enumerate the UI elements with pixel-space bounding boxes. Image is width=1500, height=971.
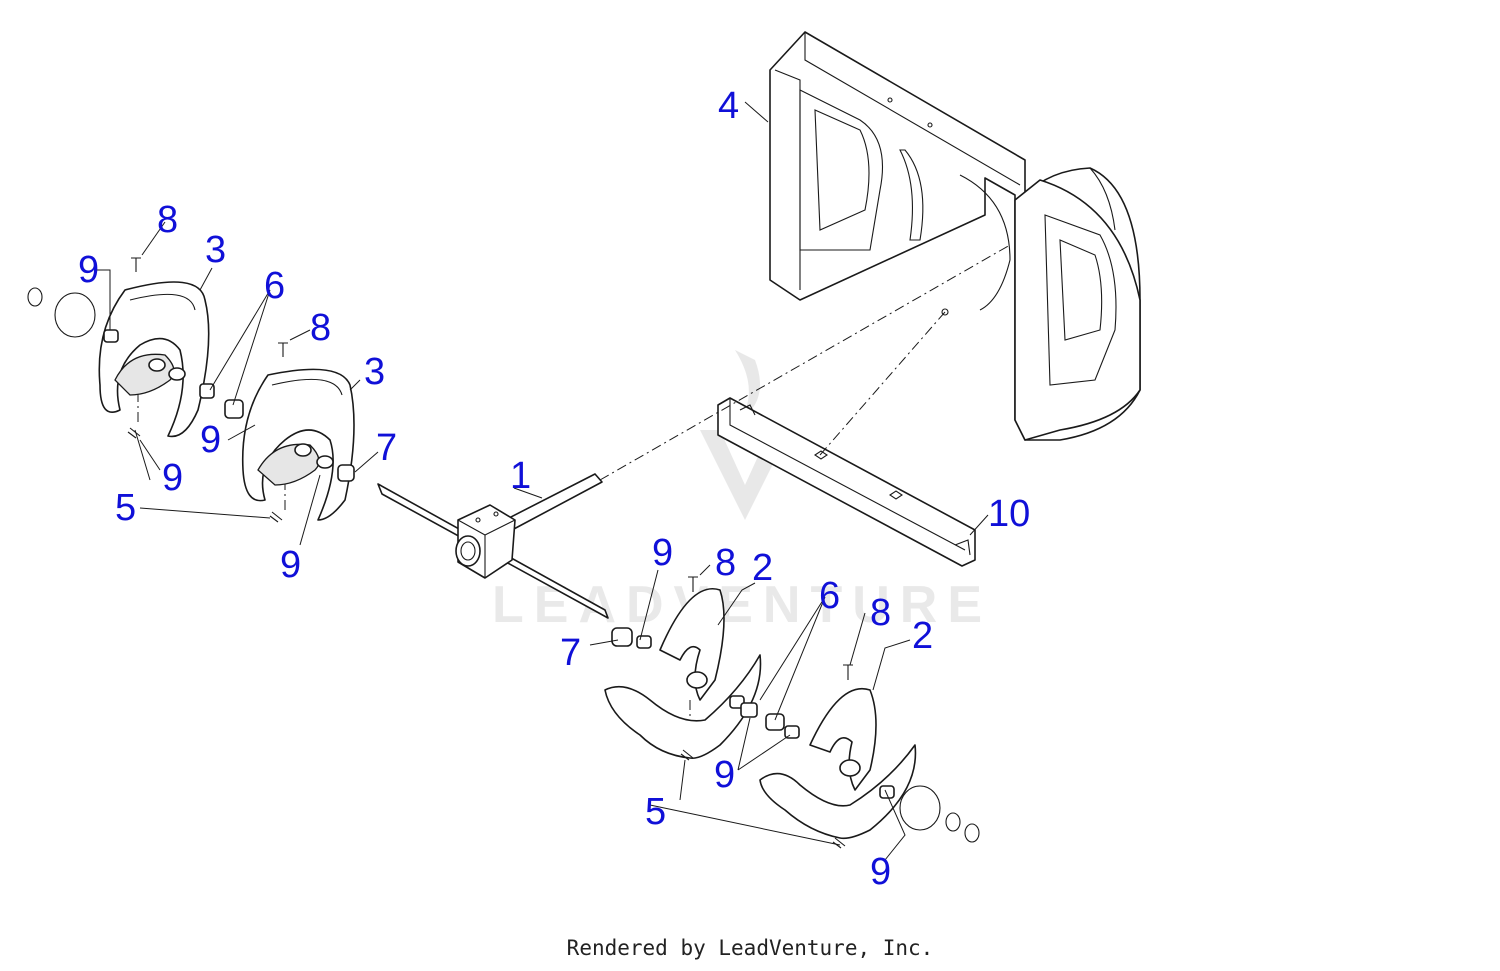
washer-right-b[interactable] — [964, 823, 980, 843]
callout-3-a[interactable]: 3 — [205, 229, 226, 271]
callout-3-b[interactable]: 3 — [364, 351, 385, 393]
callout-9-g[interactable]: 9 — [870, 851, 891, 893]
callout-10[interactable]: 10 — [988, 493, 1030, 535]
callout-9-a[interactable]: 9 — [78, 249, 99, 291]
washer-left[interactable] — [27, 287, 43, 307]
cotter-pin-5b[interactable] — [269, 511, 283, 523]
auger-flight-right-outer[interactable] — [759, 687, 917, 840]
cotter-pin-5a[interactable] — [127, 427, 141, 439]
callout-8-c[interactable]: 8 — [715, 542, 736, 584]
auger-shaft-gearbox[interactable] — [377, 473, 609, 619]
auger-flight-right-inner[interactable] — [604, 588, 762, 760]
callout-5-b[interactable]: 5 — [645, 791, 666, 833]
impeller-shear-right[interactable] — [899, 785, 941, 831]
callout-6-a[interactable]: 6 — [264, 265, 285, 307]
shear-bolt-8c[interactable] — [688, 576, 698, 592]
callout-1[interactable]: 1 — [510, 455, 531, 497]
callout-6-b[interactable]: 6 — [819, 575, 840, 617]
shear-bolt-8d[interactable] — [843, 664, 853, 680]
impeller-shear-left[interactable] — [54, 292, 96, 338]
callout-2-a[interactable]: 2 — [752, 547, 773, 589]
cotter-pin-5d[interactable] — [832, 837, 846, 849]
callout-9-d[interactable]: 9 — [280, 544, 301, 586]
callout-7-a[interactable]: 7 — [376, 427, 397, 469]
callout-9-c[interactable]: 9 — [162, 457, 183, 499]
shear-bolt-8a[interactable] — [131, 257, 141, 272]
callout-8-d[interactable]: 8 — [870, 592, 891, 634]
auger-flight-left-inner[interactable] — [241, 368, 355, 521]
bushing-right-b[interactable] — [740, 702, 758, 718]
callout-4[interactable]: 4 — [718, 85, 739, 127]
auger-flight-left-outer[interactable] — [98, 281, 210, 438]
bushing-right-c[interactable] — [765, 713, 785, 731]
callout-8-a[interactable]: 8 — [157, 199, 178, 241]
shear-bolt-8b[interactable] — [278, 342, 288, 357]
footer-credit: Rendered by LeadVenture, Inc. — [566, 936, 934, 960]
support-bracket[interactable] — [717, 397, 976, 567]
bushing-right-d[interactable] — [784, 725, 800, 739]
callout-7-b[interactable]: 7 — [560, 632, 581, 674]
callout-9-b[interactable]: 9 — [200, 419, 221, 461]
callout-8-b[interactable]: 8 — [310, 307, 331, 349]
washer-right-a[interactable] — [945, 812, 961, 832]
bushing-left-a[interactable] — [199, 383, 215, 399]
callout-5-a[interactable]: 5 — [115, 487, 136, 529]
watermark-text: LEADVENTURE — [492, 576, 992, 634]
callout-9-f[interactable]: 9 — [714, 754, 735, 796]
alignment-line-bracket — [819, 311, 946, 456]
leader-lines — [97, 101, 989, 861]
callout-2-b[interactable]: 2 — [912, 615, 933, 657]
bushing-left-b[interactable] — [224, 399, 244, 419]
callouts: 1 2 2 3 3 4 5 5 6 6 7 7 8 8 8 8 9 9 9 9 … — [78, 85, 1030, 893]
bearing-left-a[interactable] — [103, 329, 119, 343]
callout-9-e[interactable]: 9 — [652, 532, 673, 574]
auger-housing[interactable] — [769, 31, 1141, 441]
cotter-pin-5c[interactable] — [680, 749, 694, 761]
bearing-right[interactable] — [879, 785, 895, 799]
